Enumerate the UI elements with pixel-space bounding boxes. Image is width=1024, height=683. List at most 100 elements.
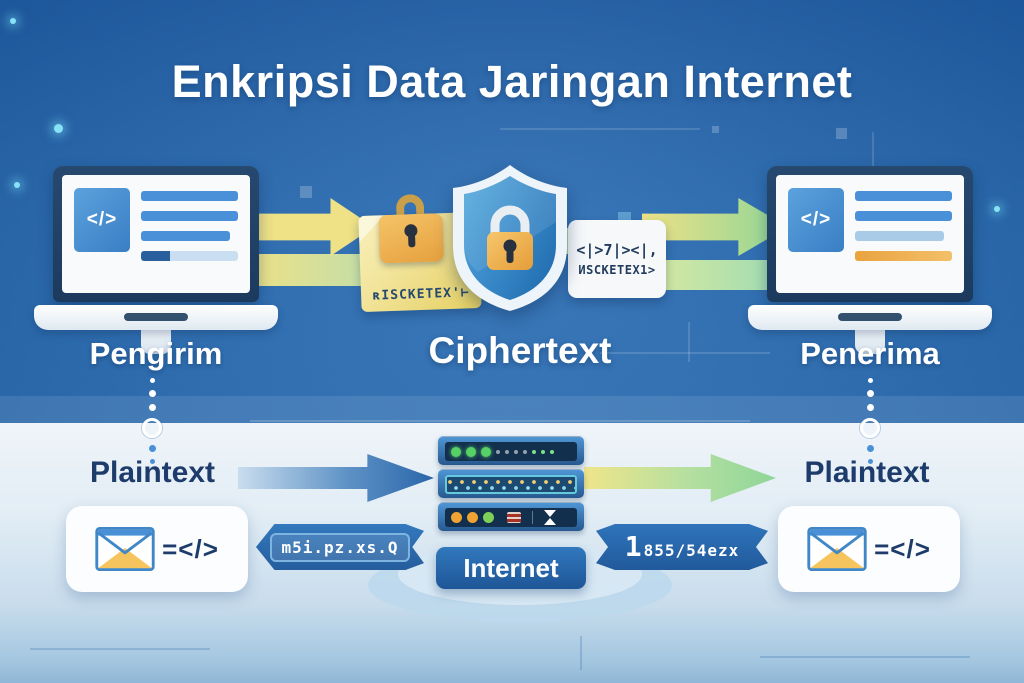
circuit-line-decoration <box>688 322 690 362</box>
sender-laptop-display: </> <box>62 175 250 293</box>
circuit-line-decoration <box>872 132 874 178</box>
sender-laptop-base <box>34 305 278 330</box>
text-line <box>855 231 945 241</box>
sender-laptop-screen: </> <box>53 166 259 302</box>
plaintext-code-symbols: =</> <box>874 533 931 564</box>
sender-connector-dotted-line <box>142 378 162 464</box>
ciphertext-label: Ciphertext <box>428 330 612 371</box>
circuit-line-decoration <box>250 420 750 422</box>
status-led <box>451 512 462 523</box>
code-icon: </> <box>788 188 844 252</box>
ciphertext-symbols: <|>7|><|, <box>576 241 658 259</box>
packet-cipher-text: 1 855/54ezx <box>621 533 744 561</box>
text-line <box>141 231 231 241</box>
highlight-line <box>855 251 952 261</box>
sender-laptop-stand <box>141 330 171 354</box>
receiver-connector-dotted-line <box>860 378 880 464</box>
code-icon: </> <box>74 188 130 252</box>
packet-cipher-big-char: 1 <box>624 530 643 563</box>
text-line <box>141 191 238 201</box>
circuit-square-decoration <box>300 186 312 198</box>
circuit-line-decoration <box>760 656 970 658</box>
status-led <box>523 449 527 454</box>
status-led <box>505 449 509 454</box>
status-led <box>550 449 554 454</box>
receiver-label: Penerima <box>800 336 940 371</box>
receiver-laptop-stand <box>855 330 885 354</box>
connector-dot <box>149 459 155 464</box>
connector-dot <box>148 390 156 397</box>
receiver-laptop-base <box>748 305 992 330</box>
plaintext-code-symbols: =</> <box>162 533 219 564</box>
server-unit <box>438 469 584 498</box>
text-line <box>855 211 952 221</box>
document-lines <box>855 188 952 280</box>
connector-dot <box>148 404 156 411</box>
hourglass-icon <box>544 510 556 525</box>
glow-dot-decoration <box>54 124 63 133</box>
connector-dot <box>866 404 874 411</box>
circuit-line-decoration <box>580 636 582 670</box>
server-panel <box>445 442 577 461</box>
text-line <box>855 191 952 201</box>
envelope-icon <box>95 527 155 571</box>
packet-cipher-rest: 855/54ezx <box>643 541 740 560</box>
security-shield-icon <box>448 162 572 317</box>
sender-laptop: </> <box>34 166 278 354</box>
circuit-square-decoration <box>836 128 847 139</box>
progress-line <box>141 251 238 261</box>
section-divider <box>0 396 1024 423</box>
connector-dot <box>149 378 155 383</box>
receiver-laptop-display: </> <box>776 175 964 293</box>
status-led <box>514 449 518 454</box>
port-icon <box>507 512 521 523</box>
status-led <box>496 449 500 454</box>
receiver-laptop: </> <box>748 166 992 354</box>
ciphertext-garbled-text: ИSCKETEX1> <box>578 263 656 277</box>
ciphertext-chip: <|>7|><|, ИSCKETEX1> <box>568 220 666 298</box>
plaintext-label-left: Plaintext <box>89 456 216 489</box>
text-line <box>141 211 238 221</box>
plaintext-card-left: =</> <box>66 506 248 592</box>
connector-dot <box>866 445 874 452</box>
status-led <box>451 446 461 457</box>
status-led <box>466 446 476 457</box>
receiver-laptop-screen: </> <box>767 166 973 302</box>
encrypted-packet-right: 1 855/54ezx <box>596 524 768 570</box>
sender-label: Pengirim <box>89 336 223 371</box>
page-title: Enkripsi Data Jaringan Internet <box>171 56 853 107</box>
keyhole-icon <box>404 224 418 238</box>
server-unit <box>438 502 584 531</box>
circuit-line-decoration <box>500 128 700 130</box>
circuit-square-decoration <box>712 126 719 133</box>
server-panel <box>445 508 577 527</box>
port-panel <box>445 475 577 494</box>
connector-dot <box>866 390 874 397</box>
lock-body <box>378 213 444 264</box>
connector-ring <box>860 418 880 438</box>
lock-icon <box>378 193 444 264</box>
internet-server-stack <box>438 436 584 535</box>
document-lines <box>141 188 238 280</box>
flow-band-right <box>648 260 780 290</box>
envelope-icon <box>807 527 867 571</box>
status-led <box>467 512 478 523</box>
status-led <box>532 449 536 454</box>
glow-dot-decoration <box>994 206 1000 212</box>
circuit-line-decoration <box>30 648 210 650</box>
encrypted-packet-left: m5i.pz.xs.Q <box>256 524 424 570</box>
panel-divider <box>532 511 533 524</box>
glow-dot-decoration <box>14 182 20 188</box>
plaintext-card-right: =</> <box>778 506 960 592</box>
plaintext-label-right: Plaintext <box>804 456 930 489</box>
circuit-line-decoration <box>600 352 770 354</box>
server-unit <box>438 436 584 465</box>
connector-ring <box>142 418 162 438</box>
glow-dot-decoration <box>10 18 16 24</box>
packet-cipher-text: m5i.pz.xs.Q <box>269 532 411 562</box>
connector-dot <box>148 445 156 452</box>
connector-dot <box>867 378 873 383</box>
status-led <box>541 449 545 454</box>
connector-dot <box>867 459 873 464</box>
